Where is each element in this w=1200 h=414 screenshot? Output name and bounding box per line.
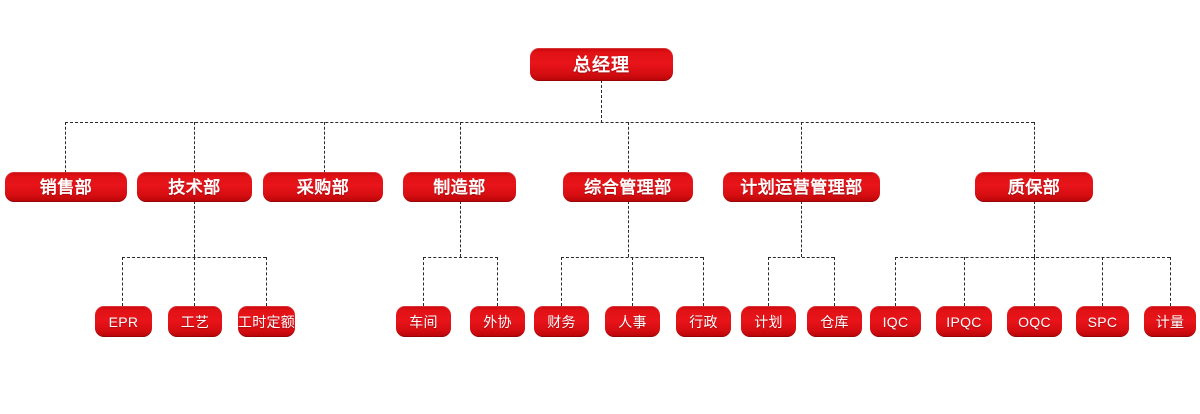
node-leaf-finance[interactable]: 财务 (534, 306, 589, 337)
node-label: 综合管理部 (584, 177, 672, 197)
node-label: IQC (882, 313, 909, 330)
connector-drop-quality-assurance (1034, 122, 1035, 173)
node-label: OQC (1018, 313, 1051, 330)
node-leaf-ipqc[interactable]: IPQC (936, 306, 992, 337)
node-label: 工艺 (180, 313, 210, 330)
connector-quality-assurance-stem (1034, 201, 1035, 257)
node-leaf-planning[interactable]: 计划 (741, 306, 796, 337)
node-label: 财务 (547, 313, 576, 330)
node-leaf-warehouse[interactable]: 仓库 (807, 306, 862, 337)
node-label: 行政 (689, 313, 718, 330)
node-label: 仓库 (820, 313, 849, 330)
connector-drop-metrology (1170, 257, 1171, 306)
connector-planning-operations-stem (801, 201, 802, 257)
node-leaf-administration[interactable]: 行政 (676, 306, 731, 337)
connector-drop-oqc (1034, 257, 1035, 306)
node-label: IPQC (946, 313, 982, 330)
node-department-planning-operations[interactable]: 计划运营管理部 (723, 172, 880, 202)
node-leaf-spc[interactable]: SPC (1076, 306, 1129, 337)
connector-planning-operations-bus (768, 257, 834, 258)
node-leaf-process[interactable]: 工艺 (168, 306, 222, 337)
connector-manufacturing-bus (423, 257, 498, 258)
node-department-quality-assurance[interactable]: 质保部 (975, 172, 1093, 202)
connector-drop-sales (65, 122, 66, 173)
connector-drop-finance (561, 257, 562, 306)
node-leaf-outsourcing[interactable]: 外协 (470, 306, 525, 337)
node-leaf-workshop[interactable]: 车间 (396, 306, 451, 337)
connector-drop-ipqc (964, 257, 965, 306)
node-label: 人事 (618, 313, 647, 330)
node-leaf-hr[interactable]: 人事 (605, 306, 660, 337)
node-label: 制造部 (433, 177, 486, 197)
connector-drop-warehouse (834, 257, 835, 306)
node-label: 销售部 (39, 177, 93, 197)
node-leaf-epr[interactable]: EPR (95, 306, 152, 337)
connector-drop-process (194, 257, 195, 306)
node-label: 计划 (754, 313, 783, 330)
node-department-sales[interactable]: 销售部 (5, 172, 127, 202)
node-label: 计量 (1155, 313, 1185, 330)
node-leaf-iqc[interactable]: IQC (870, 306, 921, 337)
connector-root-stem (601, 80, 602, 123)
connector-drop-iqc (895, 257, 896, 306)
node-department-technology[interactable]: 技术部 (137, 172, 252, 202)
connector-manufacturing-stem (460, 201, 461, 257)
connector-drop-epr (122, 257, 123, 306)
connector-drop-technology (194, 122, 195, 173)
connector-quality-assurance-bus (895, 257, 1170, 258)
connector-drop-manufacturing (460, 122, 461, 173)
node-root-general-manager[interactable]: 总经理 (530, 48, 673, 81)
node-label: 技术部 (168, 177, 221, 197)
connector-drop-general-management (628, 122, 629, 173)
node-label: SPC (1087, 313, 1118, 330)
connector-drop-work-hour-quota (266, 257, 267, 306)
connector-drop-hr (632, 257, 633, 306)
connector-drop-outsourcing (497, 257, 498, 306)
node-leaf-metrology[interactable]: 计量 (1144, 306, 1196, 337)
connector-drop-planning-operations (801, 122, 802, 173)
connector-technology-stem (194, 201, 195, 257)
node-leaf-oqc[interactable]: OQC (1007, 306, 1062, 337)
connector-main-bus (65, 122, 1034, 123)
node-leaf-work-hour-quota[interactable]: 工时定额 (238, 306, 295, 337)
node-label: 采购部 (296, 177, 350, 197)
node-department-manufacturing[interactable]: 制造部 (403, 172, 516, 202)
node-label: 计划运营管理部 (740, 177, 863, 197)
node-label: 总经理 (573, 54, 630, 75)
connector-drop-spc (1102, 257, 1103, 306)
connector-drop-workshop (423, 257, 424, 306)
node-label: 质保部 (1007, 177, 1061, 197)
connector-general-management-stem (628, 201, 629, 257)
node-department-procurement[interactable]: 采购部 (263, 172, 383, 202)
node-label: EPR (108, 313, 139, 330)
connector-drop-administration (703, 257, 704, 306)
node-label: 外协 (483, 313, 512, 330)
node-department-general-management[interactable]: 综合管理部 (563, 172, 693, 202)
connector-drop-planning (768, 257, 769, 306)
node-label: 工时定额 (237, 313, 296, 330)
connector-drop-procurement (324, 122, 325, 173)
node-label: 车间 (409, 313, 438, 330)
